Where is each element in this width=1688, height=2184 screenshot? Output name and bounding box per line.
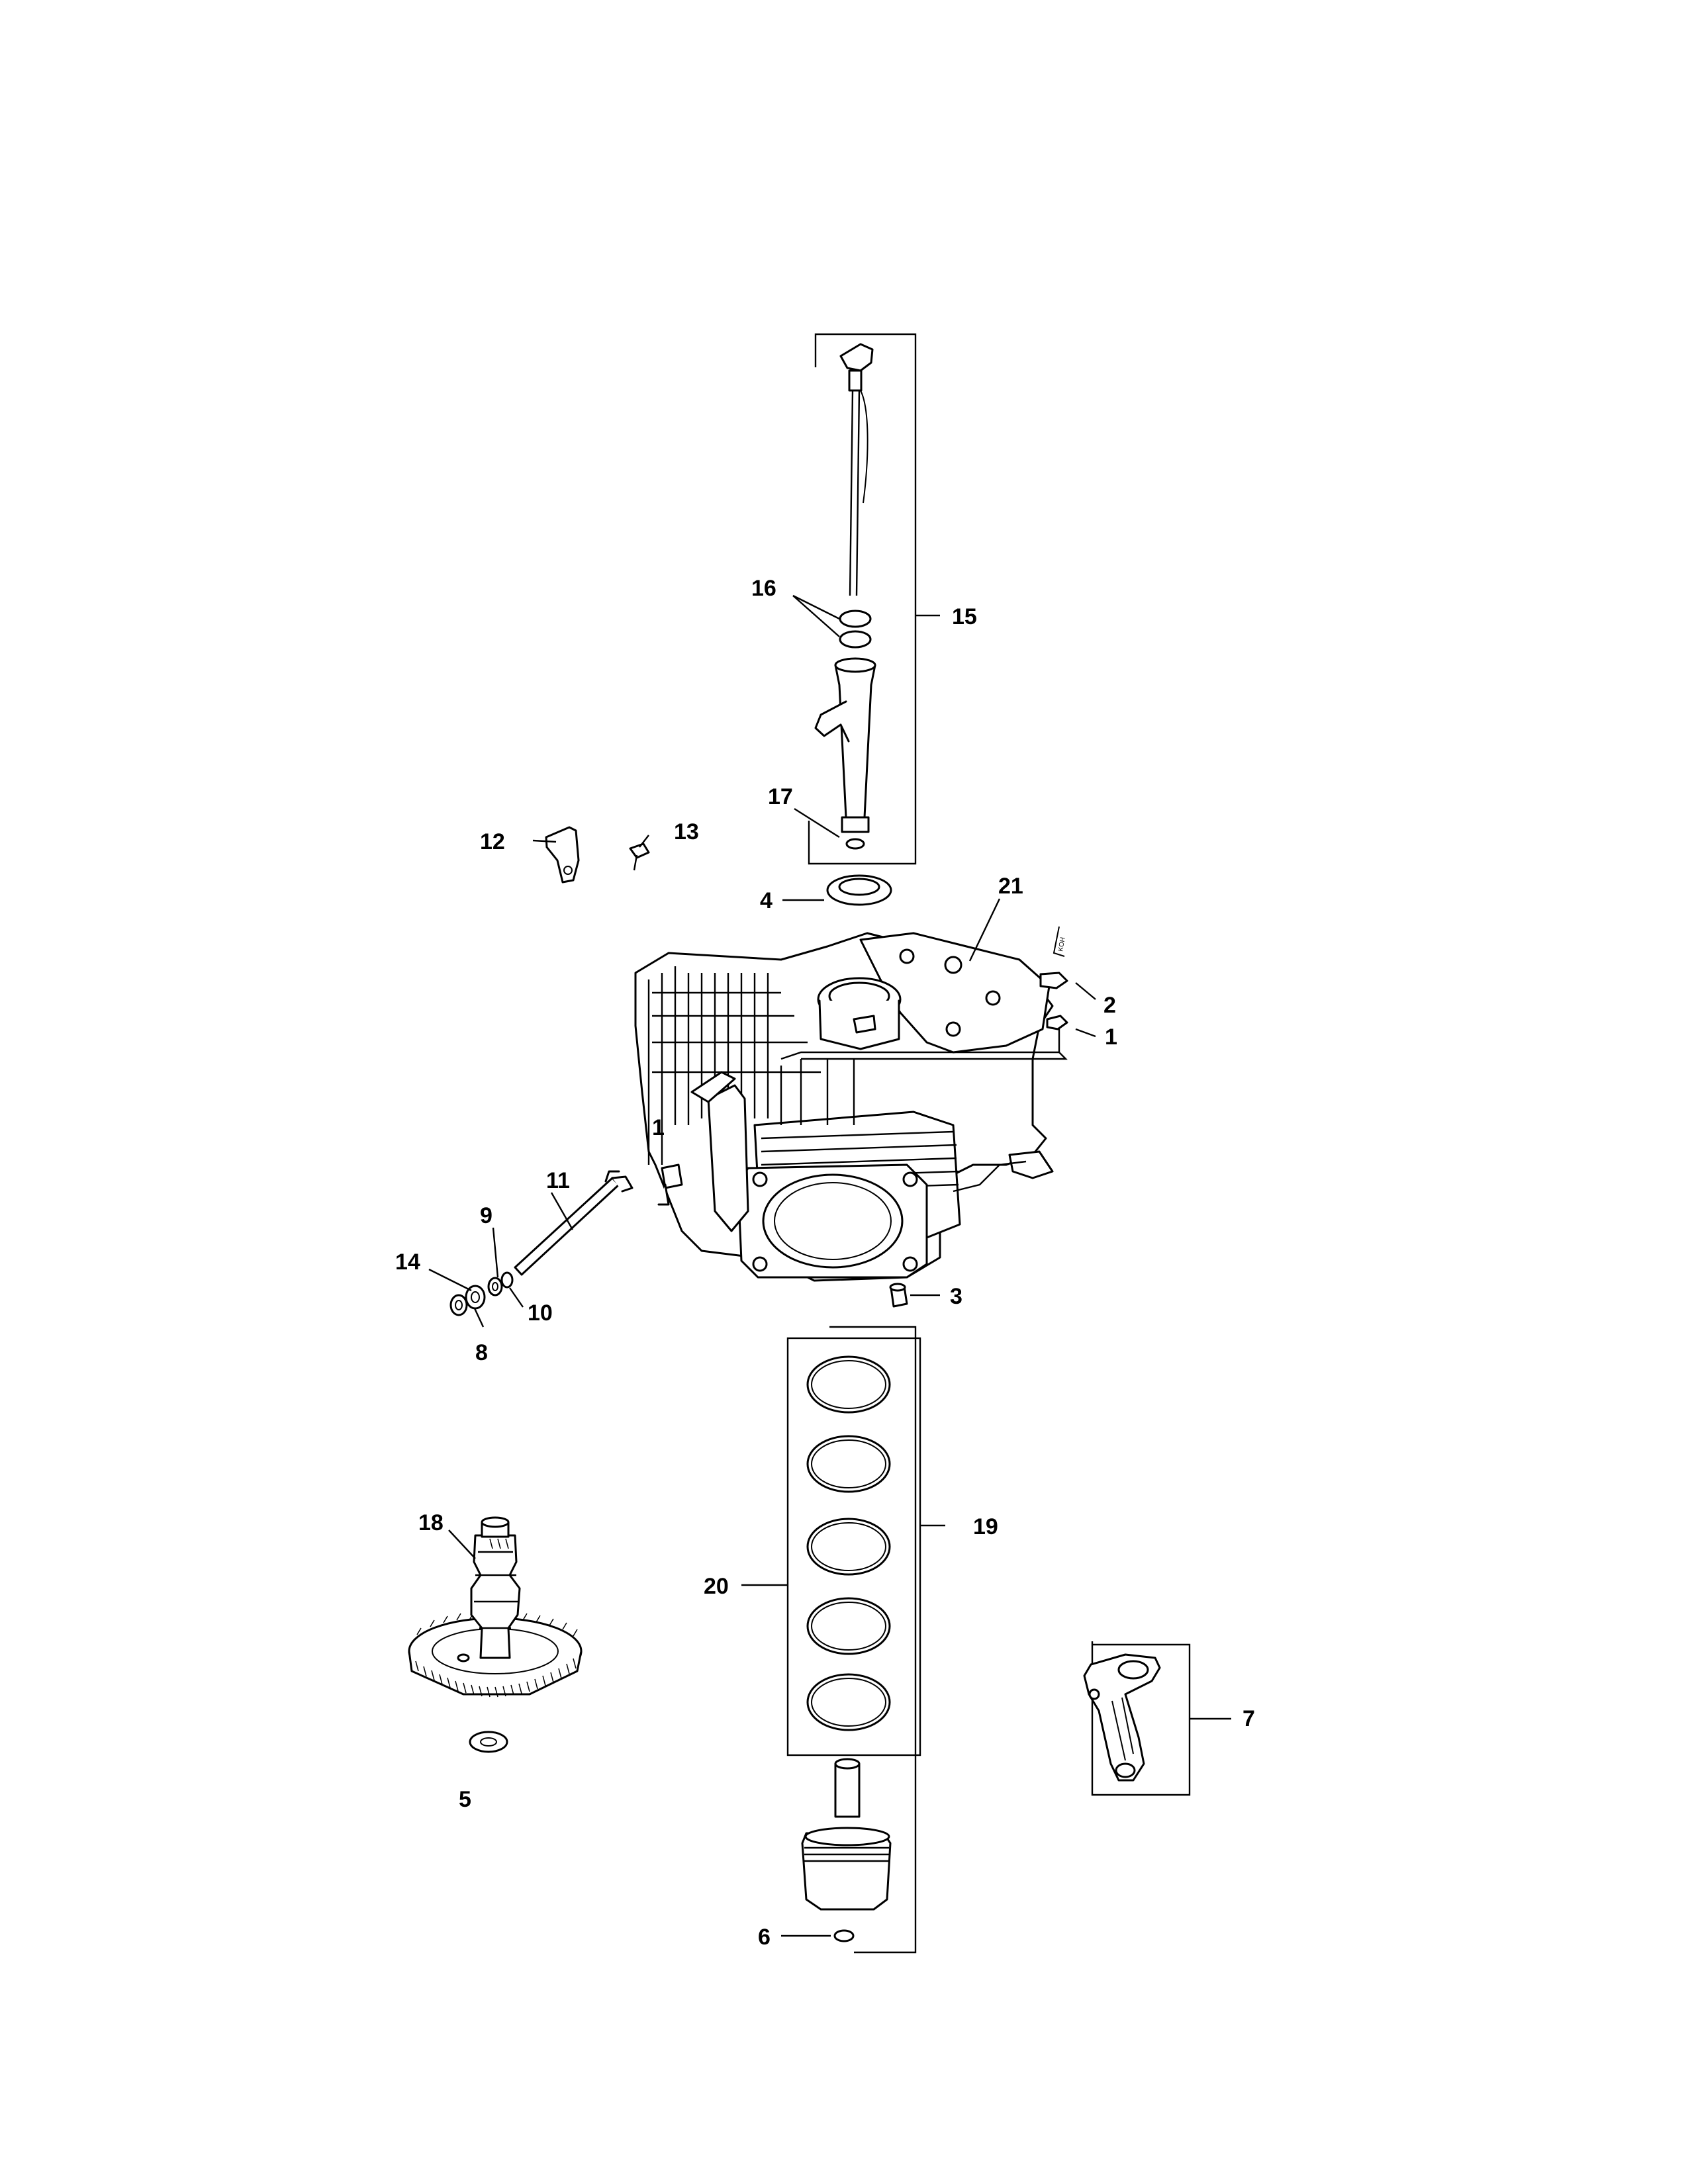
callout-6: 6 — [758, 1925, 771, 1950]
piston-rings-icon — [806, 1355, 891, 1731]
washer-14-icon — [449, 1294, 468, 1316]
bracket-12-icon — [545, 826, 580, 884]
camshaft-18-icon — [408, 1516, 583, 1698]
callout-3: 3 — [950, 1284, 962, 1309]
dipstick-icon — [839, 343, 874, 596]
callout-8: 8 — [475, 1340, 488, 1365]
crankcase-mark: 1 — [652, 1115, 665, 1140]
part-tag-icon: KOH — [1053, 926, 1067, 957]
svg-text:KOH: KOH — [1057, 936, 1067, 952]
part-2-icon — [1039, 972, 1068, 989]
callout-9: 9 — [480, 1203, 492, 1228]
callout-4: 4 — [760, 888, 773, 913]
part-1-icon — [1046, 1015, 1068, 1030]
part-1-leader-guide-2 — [801, 1052, 1068, 1060]
washer-9-icon — [487, 1277, 503, 1297]
callout-5: 5 — [459, 1787, 471, 1812]
oil-fill-tube-icon — [814, 657, 876, 850]
dipstick-bracket-15 — [808, 333, 917, 865]
callout-19: 19 — [973, 1514, 998, 1539]
callout-12: 12 — [480, 829, 505, 854]
callout-leaders — [428, 594, 1231, 1937]
callout-18: 18 — [418, 1510, 444, 1535]
connecting-rod-icon — [1083, 1653, 1161, 1782]
callout-20: 20 — [704, 1574, 729, 1599]
callout-10: 10 — [528, 1300, 553, 1326]
callout-17: 17 — [768, 784, 793, 809]
callout-21: 21 — [998, 874, 1023, 899]
callout-15: 15 — [952, 604, 977, 629]
ring-set-bracket-20 — [786, 1337, 921, 1756]
governor-shaft-11-icon — [514, 1170, 633, 1276]
callout-14: 14 — [395, 1250, 420, 1275]
part-1-leader-guide — [780, 1024, 1060, 1060]
callout-1: 1 — [1105, 1024, 1117, 1050]
piston-pin-icon — [834, 1758, 861, 1818]
washer-5-icon — [469, 1731, 508, 1753]
part-3-icon — [889, 1283, 908, 1308]
callout-2: 2 — [1103, 993, 1116, 1018]
conn-rod-bracket-7 — [1091, 1641, 1191, 1796]
callout-16: 16 — [751, 576, 776, 601]
ring-set-bracket-19 — [829, 1326, 917, 1954]
callout-7: 7 — [1243, 1706, 1255, 1731]
oil-seal-4-icon — [826, 874, 892, 906]
crankcase-21-icon: 1 — [634, 932, 1054, 1282]
piston-icon — [801, 1827, 892, 1911]
o-rings-icon — [839, 610, 872, 649]
part-6-icon — [833, 1929, 855, 1942]
clip-10-icon — [500, 1271, 514, 1289]
callout-13: 13 — [674, 819, 699, 844]
callout-11: 11 — [546, 1168, 570, 1193]
screw-13-icon — [629, 842, 650, 871]
